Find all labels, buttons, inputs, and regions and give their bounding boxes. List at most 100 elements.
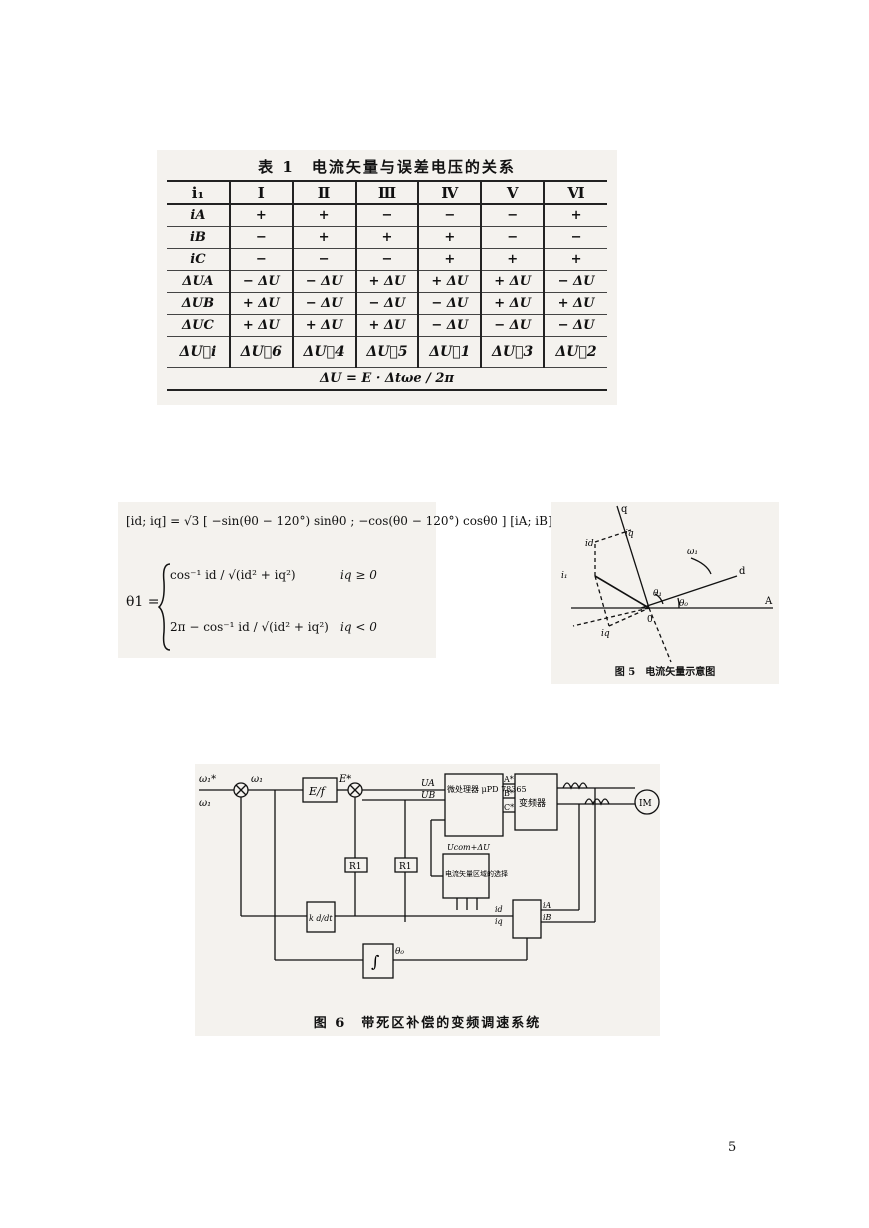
equation-dq-transform: [id; iq] = √3 [ −sin(θ0 − 120°) sinθ0 ; … bbox=[126, 514, 553, 528]
kdiff-label: k d/dt bbox=[309, 914, 333, 923]
selector-label: 电流矢量区域的选择 bbox=[445, 869, 508, 878]
fig6-caption: 图 6 带死区补偿的变频调速系统 bbox=[313, 1016, 542, 1031]
microprocessor-block bbox=[444, 773, 504, 837]
table-cell: − ΔU bbox=[291, 292, 356, 315]
table-cell: + bbox=[480, 248, 545, 271]
q-axis bbox=[616, 505, 650, 609]
fig5-caption: 图 5 电流矢量示意图 bbox=[614, 667, 716, 678]
table-cell: − ΔU bbox=[543, 314, 607, 337]
table-cell: Ⅳ bbox=[417, 181, 482, 204]
table-cell: + ΔU bbox=[354, 314, 419, 337]
table-cell: − bbox=[228, 248, 293, 271]
equation-case2: 2π − cos⁻¹ id / √(id² + iq²) bbox=[170, 620, 329, 634]
omega-mid-label: ω₁ bbox=[251, 774, 263, 785]
table-cell: + bbox=[543, 248, 607, 271]
table-cell: − ΔU bbox=[291, 270, 356, 293]
table-cell: + bbox=[228, 204, 293, 227]
table-cell: Ⅵ bbox=[543, 181, 607, 204]
ia-label: iA bbox=[543, 901, 552, 910]
table-cell: Ⅱ bbox=[291, 181, 356, 204]
d-axis bbox=[640, 575, 738, 609]
table-cell: − ΔU bbox=[228, 270, 293, 293]
table-cell: ΔU⃗1 bbox=[417, 336, 482, 368]
r1-label-a: R1 bbox=[349, 862, 362, 872]
table-cell: + ΔU bbox=[543, 292, 607, 315]
inverter-block bbox=[514, 773, 558, 831]
kdiff-block bbox=[306, 901, 336, 933]
e-star-label: E* bbox=[338, 774, 351, 785]
microprocessor-label: 微处理器 μPD 78365 bbox=[447, 784, 527, 794]
iq-label: iq bbox=[625, 529, 634, 539]
table-cell: iB bbox=[189, 230, 206, 245]
vf-speed-control-block-diagram: ω₁* ω₁ ω₁ E/f E* UA UB R1 R1 微处理器 μPD 78… bbox=[199, 773, 660, 979]
iq2-label: iq bbox=[601, 629, 610, 639]
origin-label: 0 bbox=[647, 615, 653, 625]
table-cell: − bbox=[417, 204, 482, 227]
table-cell: − bbox=[354, 248, 419, 271]
table-footer-formula: ΔU = E · Δtωe / 2π bbox=[320, 371, 454, 386]
iq-out-label: iq bbox=[495, 917, 503, 926]
table-cell: − bbox=[543, 226, 607, 249]
table-row: ΔUB+ ΔU− ΔU− ΔU− ΔU+ ΔU+ ΔU bbox=[167, 292, 607, 315]
theta0-label: θ₀ bbox=[679, 599, 688, 609]
table-cell: + bbox=[417, 248, 482, 271]
q-axis-ext bbox=[648, 607, 672, 663]
phase-c-label: C* bbox=[504, 803, 514, 812]
table-row: iC−−−+++ bbox=[167, 248, 607, 271]
table-cell: + bbox=[291, 204, 356, 227]
induction-motor bbox=[634, 789, 660, 815]
table-cell: ΔUB bbox=[181, 296, 215, 311]
r1-label-b: R1 bbox=[399, 862, 412, 872]
table-cell: − bbox=[480, 226, 545, 249]
table-cell: − ΔU bbox=[480, 314, 545, 337]
i1-label: i₁ bbox=[561, 571, 568, 581]
equation-case1: cos⁻¹ id / √(id² + iq²) bbox=[170, 568, 296, 582]
table-cell: − ΔU bbox=[543, 270, 607, 293]
table-cell: + ΔU bbox=[417, 270, 482, 293]
table-cell: − bbox=[291, 248, 356, 271]
table-row: ΔUA− ΔU− ΔU+ ΔU+ ΔU+ ΔU− ΔU bbox=[167, 270, 607, 293]
table-cell: − ΔU bbox=[354, 292, 419, 315]
table-cell: − ΔU bbox=[417, 314, 482, 337]
table-cell: + bbox=[543, 204, 607, 227]
r1-block-b bbox=[394, 857, 418, 873]
equation-case1-condition: iq ≥ 0 bbox=[340, 568, 377, 582]
table1-title: 表 1 电流矢量与误差电压的关系 bbox=[258, 158, 516, 176]
omega-label: ω₁ bbox=[687, 547, 698, 557]
table-cell: Ⅰ bbox=[228, 181, 293, 204]
ucomp-label: Ucom+ΔU bbox=[447, 843, 490, 852]
table-cell: + bbox=[417, 226, 482, 249]
case-brace-icon bbox=[158, 563, 171, 651]
table-cell: ΔUC bbox=[182, 318, 214, 333]
table-cell: + bbox=[354, 226, 419, 249]
motor-label: IM bbox=[639, 799, 652, 809]
equation-case2-condition: iq < 0 bbox=[340, 620, 377, 634]
table-cell: + ΔU bbox=[228, 314, 293, 337]
ib-label: iB bbox=[543, 913, 552, 922]
integrator-label: ∫ bbox=[371, 952, 379, 971]
table-cell: Ⅴ bbox=[480, 181, 545, 204]
phase-a-label: A* bbox=[503, 775, 514, 784]
table-cell: + ΔU bbox=[228, 292, 293, 315]
a-label: A bbox=[764, 596, 773, 607]
r1-block-a bbox=[344, 857, 368, 873]
id-out-label: id bbox=[495, 905, 503, 914]
page-number: 5 bbox=[728, 1140, 737, 1155]
table-cell: ΔU⃗i bbox=[179, 344, 217, 360]
table-cell: + ΔU bbox=[480, 270, 545, 293]
table-cell: ΔU⃗3 bbox=[480, 336, 545, 368]
table-row: iB−+++−− bbox=[167, 226, 607, 249]
d-axis-ext bbox=[572, 607, 650, 627]
table-cell: ΔU⃗2 bbox=[543, 336, 607, 368]
table-cell: iA bbox=[190, 208, 206, 223]
theta1-label: θ₁ bbox=[653, 589, 662, 599]
fig6-panel: ω₁* ω₁ ω₁ E/f E* UA UB R1 R1 微处理器 μPD 78… bbox=[195, 764, 660, 1036]
table-cell: i₁ bbox=[191, 183, 205, 202]
table-cell: + ΔU bbox=[291, 314, 356, 337]
theta0-label-fig6: θ₀ bbox=[395, 947, 404, 957]
table-cell: + ΔU bbox=[354, 270, 419, 293]
